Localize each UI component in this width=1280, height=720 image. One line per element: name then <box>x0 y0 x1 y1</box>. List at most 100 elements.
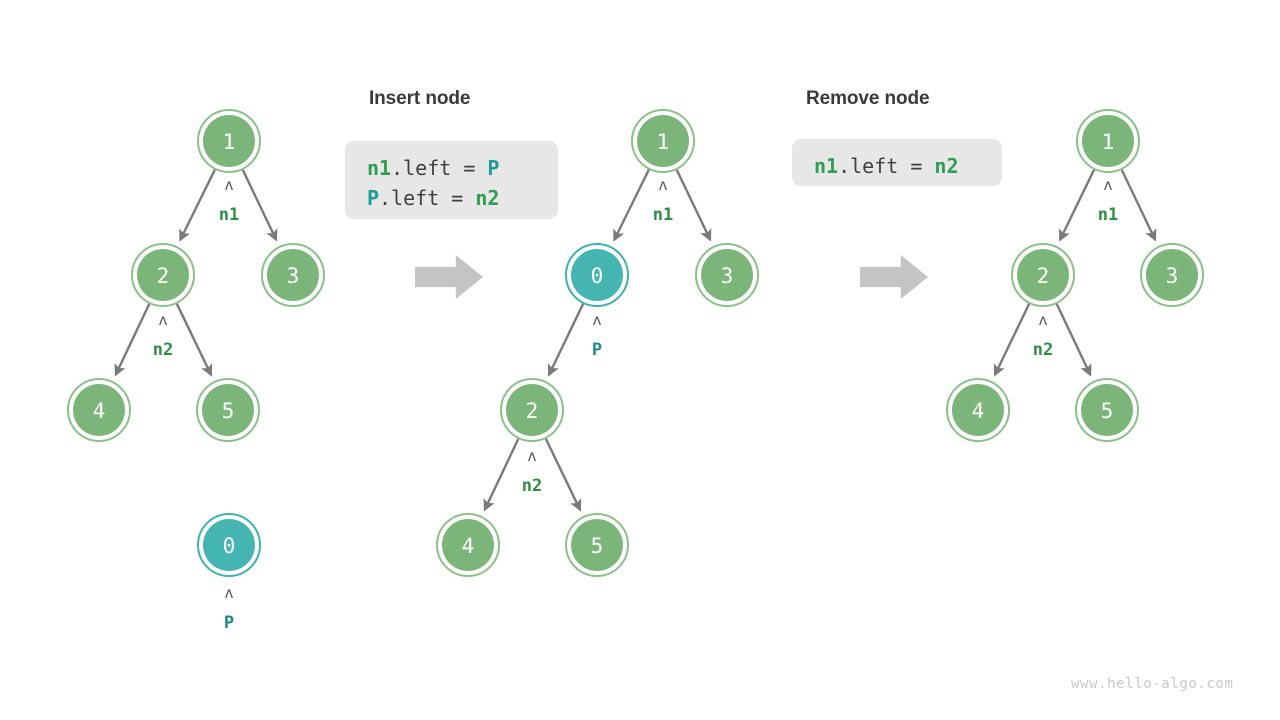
node-outer-ring <box>197 513 261 577</box>
node-circle <box>203 519 255 571</box>
node-outer-ring <box>1075 378 1139 442</box>
tree-edge <box>483 438 520 512</box>
caret-icon: ʌ <box>527 447 536 465</box>
node-circle <box>202 384 254 436</box>
edges-layer <box>114 169 1157 512</box>
tree-node-5[interactable]: 5 <box>1075 378 1139 442</box>
tree-edge <box>547 303 585 377</box>
node-value: 4 <box>93 399 106 423</box>
caret-icon: ʌ <box>658 176 667 194</box>
tree-node-0[interactable]: 0 <box>565 243 629 307</box>
tree-node-2[interactable]: 2 <box>1011 243 1075 307</box>
tree-node-1[interactable]: 1 <box>197 109 261 173</box>
code-token: .left = <box>379 186 476 210</box>
code-line: P.left = n2 <box>367 183 536 213</box>
node-outer-ring <box>631 109 695 173</box>
code-token: P <box>367 186 380 210</box>
code-token: n2 <box>475 186 500 210</box>
node-circle <box>1146 249 1198 301</box>
tree-edge <box>175 303 213 377</box>
code-token: .left = <box>391 156 488 180</box>
tree-node-0[interactable]: 0 <box>197 513 261 577</box>
node-outer-ring <box>1076 109 1140 173</box>
tree-node-1[interactable]: 1 <box>631 109 695 173</box>
pointer-n1-label: n1 <box>652 205 674 225</box>
transition-arrow-1 <box>415 255 483 299</box>
node-circle <box>1017 249 1069 301</box>
tree-node-3[interactable]: 3 <box>695 243 759 307</box>
node-circle <box>1082 115 1134 167</box>
node-value: 0 <box>223 534 236 558</box>
node-value: 0 <box>591 264 604 288</box>
tree-edge <box>544 438 582 512</box>
caret-icon: ʌ <box>1038 311 1047 329</box>
tree-edge <box>114 303 151 377</box>
node-circle <box>442 519 494 571</box>
node-outer-ring <box>196 378 260 442</box>
node-circle <box>571 519 623 571</box>
tree-node-1[interactable]: 1 <box>1076 109 1140 173</box>
node-circle <box>137 249 189 301</box>
node-value: 3 <box>287 264 300 288</box>
nodes-layer: 1 2 3 4 5 0 1 0 3 2 4 5 1 2 3 4 5 <box>67 109 1204 577</box>
tree-edge <box>993 303 1031 377</box>
code-token: n1 <box>367 156 392 180</box>
tree-node-4[interactable]: 4 <box>946 378 1010 442</box>
node-outer-ring <box>67 378 131 442</box>
tree-node-3[interactable]: 3 <box>261 243 325 307</box>
tree-edge <box>675 169 712 242</box>
tree-node-5[interactable]: 5 <box>196 378 260 442</box>
tree-edge <box>613 169 650 242</box>
pointer-n1-label: n1 <box>1097 205 1119 225</box>
node-circle <box>637 115 689 167</box>
node-outer-ring <box>500 378 564 442</box>
pointer-p-label: P <box>591 340 603 360</box>
tree-node-2[interactable]: 2 <box>131 243 195 307</box>
tree-node-2[interactable]: 2 <box>500 378 564 442</box>
node-circle <box>73 384 125 436</box>
node-outer-ring <box>695 243 759 307</box>
pointer-p-label: P <box>223 613 235 633</box>
tree-edge <box>1055 303 1092 377</box>
node-circle <box>203 115 255 167</box>
node-outer-ring <box>946 378 1010 442</box>
node-circle <box>267 249 319 301</box>
tree-node-4[interactable]: 4 <box>67 378 131 442</box>
node-value: 4 <box>972 399 985 423</box>
caret-icon: ʌ <box>224 584 233 602</box>
tree-edge <box>179 169 216 242</box>
block-arrows-layer <box>415 255 928 299</box>
node-outer-ring <box>1140 243 1204 307</box>
node-circle <box>1081 384 1133 436</box>
pointer-n2-label: n2 <box>1032 340 1054 360</box>
node-outer-ring <box>197 109 261 173</box>
node-value: 2 <box>526 399 539 423</box>
node-value: 5 <box>591 534 604 558</box>
node-value: 3 <box>721 264 734 288</box>
transition-arrow-2 <box>860 255 928 299</box>
node-value: 3 <box>1166 264 1179 288</box>
tree-edge <box>1120 169 1157 242</box>
code-token: n1 <box>814 154 839 178</box>
node-value: 2 <box>157 264 170 288</box>
node-value: 4 <box>462 534 475 558</box>
node-outer-ring <box>565 513 629 577</box>
caret-icon: ʌ <box>158 311 167 329</box>
tree-node-3[interactable]: 3 <box>1140 243 1204 307</box>
node-outer-ring <box>565 243 629 307</box>
code-token: n2 <box>934 154 959 178</box>
node-value: 5 <box>222 399 235 423</box>
code-token: P <box>487 156 500 180</box>
pointer-n2-label: n2 <box>152 340 174 360</box>
node-circle <box>571 249 623 301</box>
node-value: 1 <box>223 130 236 154</box>
caret-icon: ʌ <box>1103 176 1112 194</box>
tree-node-4[interactable]: 4 <box>436 513 500 577</box>
node-circle <box>952 384 1004 436</box>
tree-edge <box>241 169 278 242</box>
tree-node-5[interactable]: 5 <box>565 513 629 577</box>
panel-title-insert: Insert node <box>369 88 471 109</box>
